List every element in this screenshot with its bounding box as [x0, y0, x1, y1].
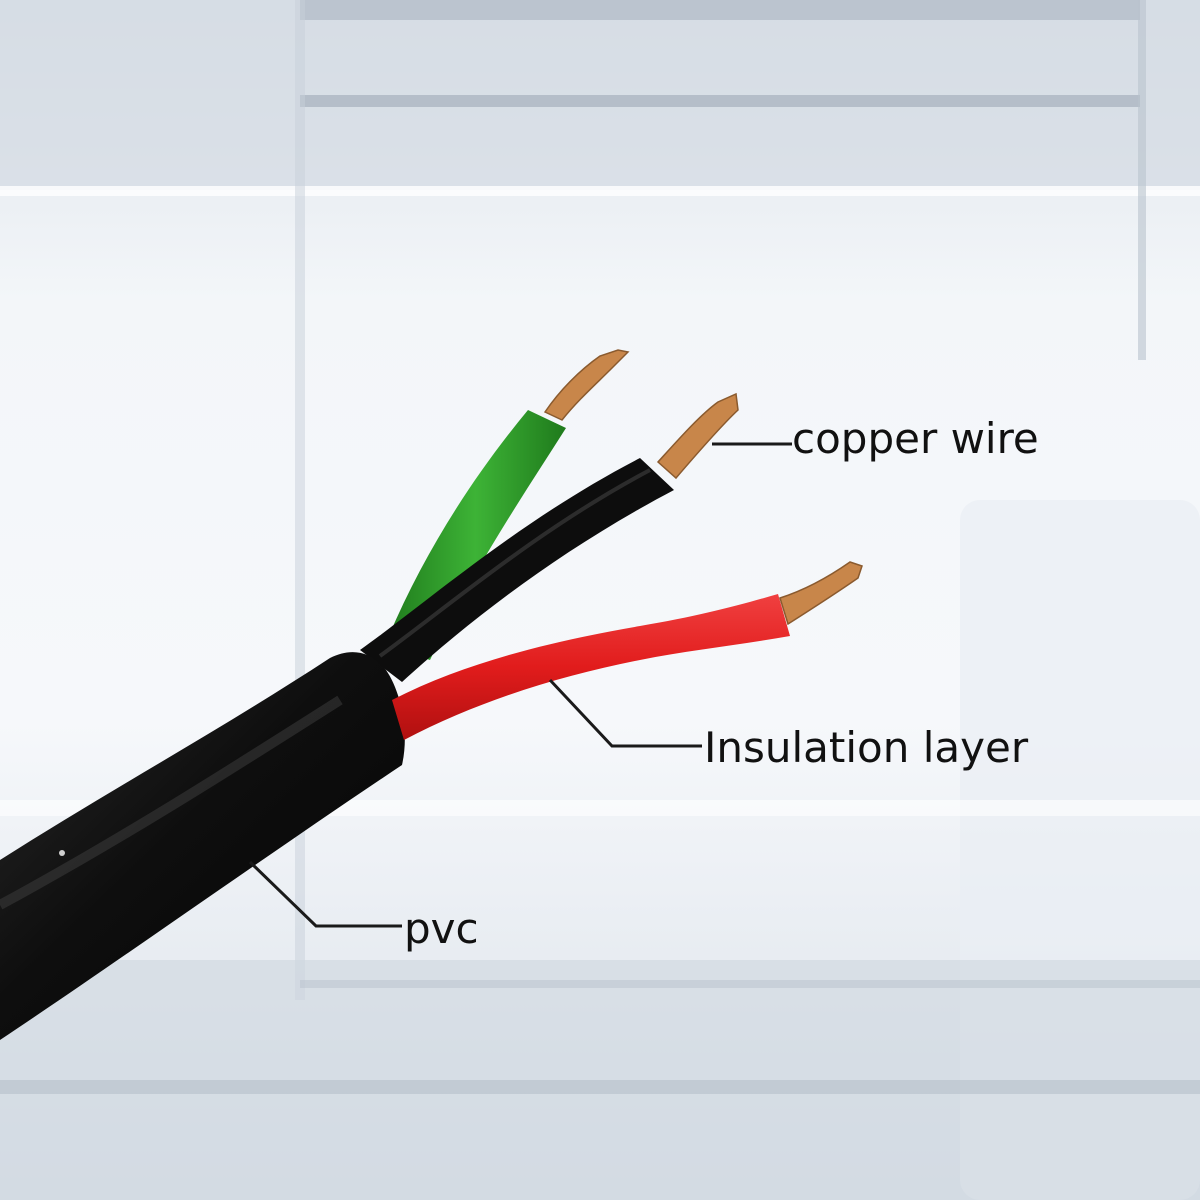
pvc-sheath — [0, 652, 405, 1040]
label-pvc: pvc — [404, 904, 479, 953]
red-copper — [779, 561, 863, 626]
black-core — [360, 458, 674, 682]
red-core — [392, 594, 790, 740]
cable — [0, 349, 863, 1040]
green-copper — [543, 349, 630, 421]
label-insulation-layer: Insulation layer — [704, 723, 1029, 772]
callout-line-insulation — [548, 678, 702, 748]
black-copper — [656, 392, 739, 480]
callout-line-pvc — [248, 860, 402, 928]
label-copper-wire: copper wire — [792, 414, 1039, 463]
callout-lines — [248, 442, 792, 928]
